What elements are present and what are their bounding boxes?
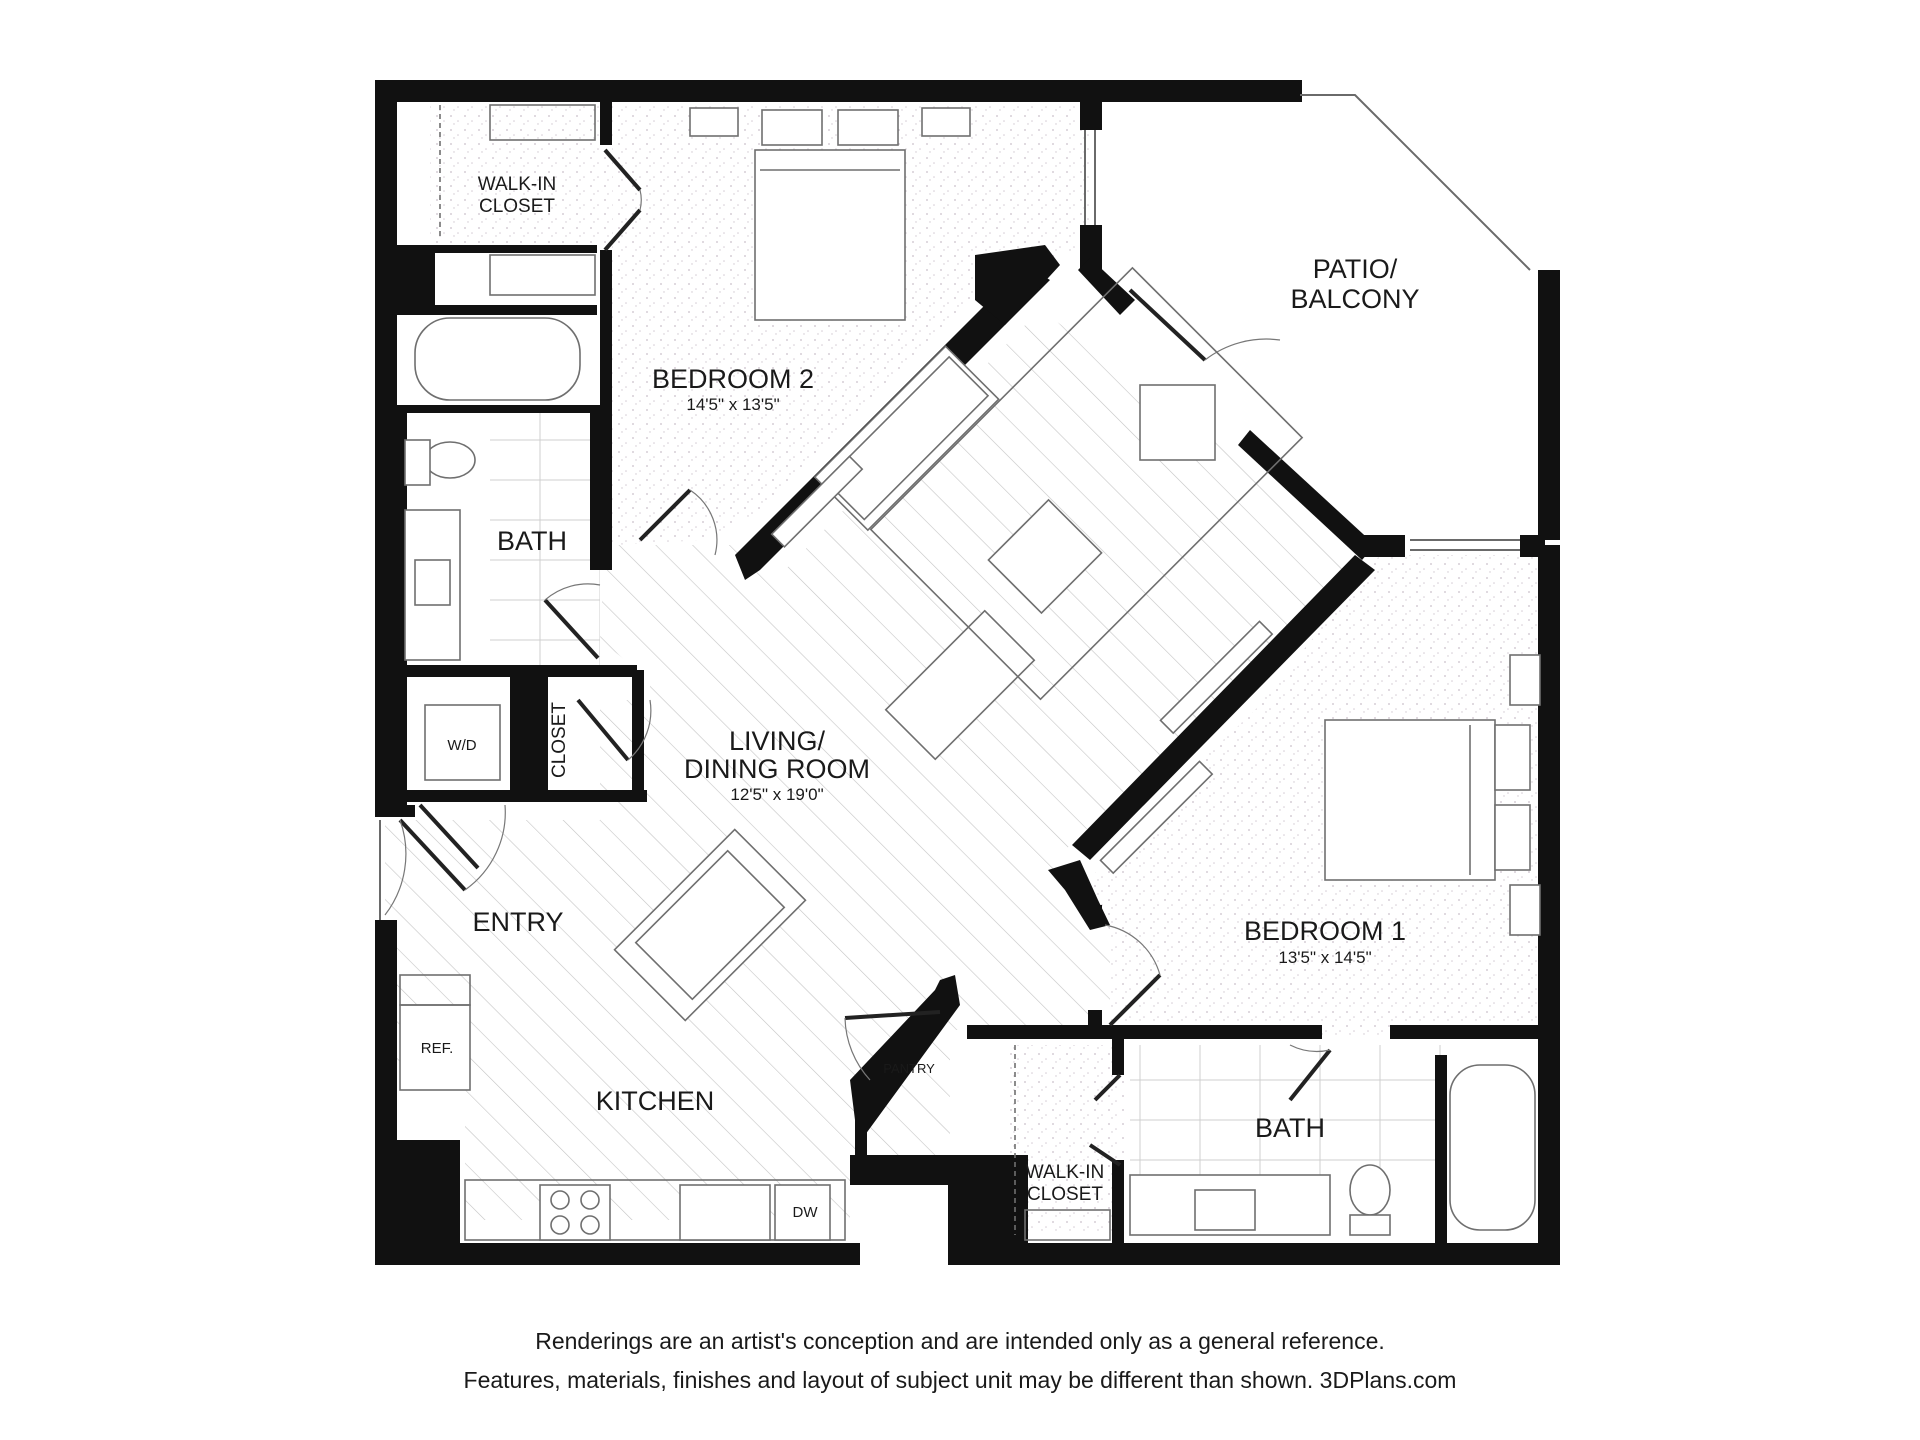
bed-2: [754, 149, 906, 321]
rug: [869, 266, 1304, 701]
living-floor: [385, 310, 1375, 1220]
patio-label-line2: BALCONY: [1290, 284, 1419, 314]
entry-label: ENTRY: [472, 907, 563, 937]
refrigerator-label: REF.: [421, 1040, 454, 1057]
dishwasher: [774, 1184, 831, 1241]
closet-door[interactable]: [576, 698, 630, 762]
bedroom-2-floor: [612, 105, 1092, 545]
bath-1-floor: [1130, 1045, 1445, 1175]
door-swings: [384, 189, 1331, 1081]
range: [539, 1184, 611, 1241]
bedroom-2-dims: 14'5" x 13'5": [686, 395, 779, 414]
bath-1-door[interactable]: [1288, 1048, 1332, 1102]
kitchen-sink: [679, 1184, 771, 1241]
closet-label: CLOSET: [549, 702, 570, 778]
bathtub-1: [1449, 1064, 1536, 1231]
walkin-closet-1-door[interactable]: [1093, 1073, 1122, 1102]
toilet-2: [424, 441, 476, 479]
bath-2-door[interactable]: [543, 598, 600, 660]
pantry-label: PANTRY: [883, 1061, 935, 1076]
living-label-line1: LIVING/: [729, 726, 826, 756]
windows: [379, 94, 1531, 920]
disclaimer-line-1: Renderings are an artist's conception an…: [535, 1328, 1385, 1354]
pantry-door[interactable]: [844, 1010, 941, 1020]
coffee-table: [987, 498, 1103, 615]
living-label-line2: DINING ROOM: [684, 754, 870, 784]
walkin-closet-2-label-line1: WALK-IN: [478, 174, 556, 195]
bedroom-1-dims: 13'5" x 14'5": [1278, 948, 1371, 967]
bathtub-2: [414, 317, 581, 401]
dining-table: [613, 828, 807, 1022]
bath-2-floor: [490, 410, 600, 670]
kitchen-label: KITCHEN: [596, 1086, 715, 1116]
washer-dryer: [424, 704, 501, 781]
walkin-closet-1-label-line2: CLOSET: [1027, 1184, 1103, 1205]
patio-label-line1: PATIO/: [1313, 254, 1398, 284]
bedroom-1-label: BEDROOM 1: [1244, 916, 1406, 946]
bedroom-1-door[interactable]: [1108, 973, 1162, 1027]
loveseat: [884, 609, 1036, 761]
walkin-closet-2-door[interactable]: [603, 148, 642, 192]
walkin-closet-1-label-line1: WALK-IN: [1026, 1162, 1104, 1183]
bedroom-2-label: BEDROOM 2: [652, 364, 814, 394]
bath-1-label: BATH: [1255, 1113, 1325, 1143]
toilet-1: [1349, 1164, 1391, 1216]
armchair: [1139, 384, 1216, 461]
furniture: [399, 104, 1541, 1241]
bed-1: [1324, 719, 1496, 881]
doors: [398, 148, 1332, 1167]
sofa: [813, 345, 1000, 532]
walls: [375, 80, 1560, 1265]
bedroom-1-floor: [1080, 555, 1545, 1035]
bedroom-2-door[interactable]: [638, 488, 692, 542]
walkin-closet-2-floor: [430, 105, 610, 245]
room-labels: WALK-IN CLOSET BEDROOM 2 14'5" x 13'5" P…: [421, 174, 1420, 1221]
floor-finishes: [385, 105, 1545, 1235]
washer-dryer-label: W/D: [447, 737, 476, 754]
dishwasher-label: DW: [793, 1204, 819, 1221]
bath-2-label: BATH: [497, 526, 567, 556]
living-dims: 12'5" x 19'0": [730, 785, 823, 804]
walkin-closet-2-label-line2: CLOSET: [479, 196, 555, 217]
entry-door[interactable]: [398, 818, 467, 892]
disclaimer-line-2: Features, materials, finishes and layout…: [463, 1367, 1457, 1393]
walkin-closet-1-floor: [1010, 1045, 1125, 1235]
patio-door[interactable]: [1128, 288, 1207, 362]
